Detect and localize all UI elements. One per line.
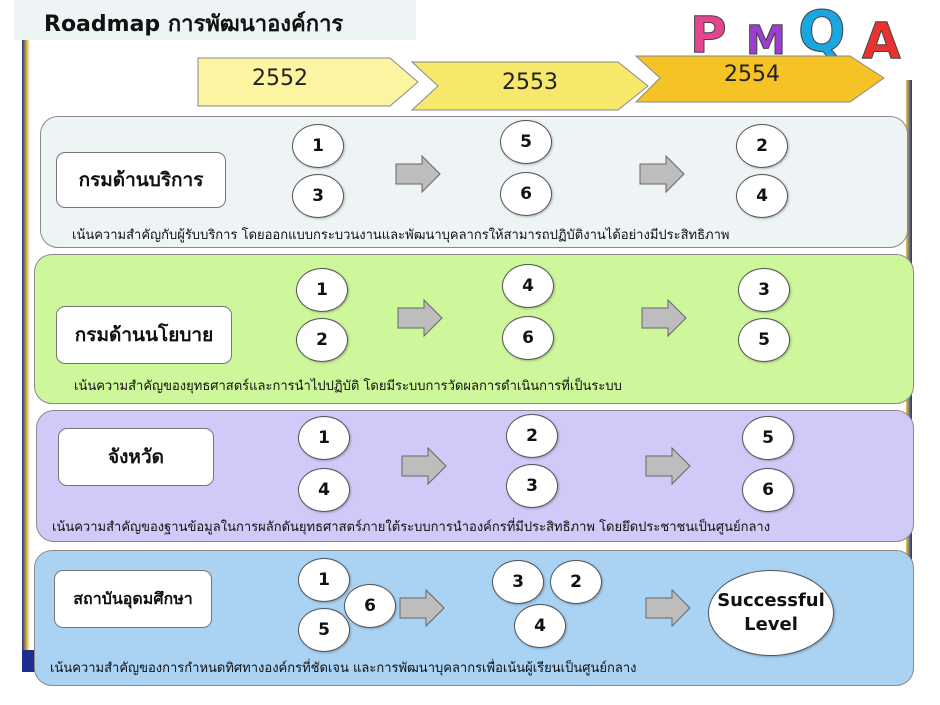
success-line-2: Level <box>744 614 798 635</box>
step-circle: 5 <box>738 318 790 362</box>
step-circle: 3 <box>506 464 558 508</box>
step-circle: 4 <box>298 468 350 512</box>
panel-label-university: สถาบันอุดมศึกษา <box>54 570 212 628</box>
step-circle: 1 <box>296 268 348 312</box>
success-line-1: Successful <box>717 590 825 611</box>
page-title: Roadmap การพัฒนาองค์การ <box>44 12 344 37</box>
step-circle: 4 <box>502 264 554 308</box>
step-circle: 5 <box>298 608 350 652</box>
step-circle: 2 <box>296 318 348 362</box>
step-circle: 6 <box>500 172 552 216</box>
progress-arrow-icon <box>397 298 443 338</box>
step-circle: 2 <box>550 560 602 604</box>
panel-note-policy: เน้นความสำคัญของยุทธศาสตร์และการนำไปปฏิบ… <box>74 379 622 394</box>
panel-label-policy: กรมด้านนโยบาย <box>56 306 232 364</box>
progress-arrow-icon <box>641 298 687 338</box>
progress-arrow-icon <box>401 446 447 486</box>
step-circle: 1 <box>298 416 350 460</box>
step-circle: 5 <box>742 416 794 460</box>
step-circle: 6 <box>344 584 396 628</box>
pmqa-logo: P M Q A <box>680 0 920 90</box>
step-circle: 3 <box>738 268 790 312</box>
year-arrow-2552 <box>197 57 419 107</box>
progress-arrow-icon <box>645 446 691 486</box>
logo-letter-a: A <box>862 12 902 71</box>
panel-note-province: เน้นความสำคัญของฐานข้อมูลในการผลักดันยุท… <box>52 520 771 535</box>
step-circle: 6 <box>502 316 554 360</box>
panel-note-university: เน้นความสำคัญของการกำหนดทิศทางองค์กรที่ช… <box>50 661 637 676</box>
progress-arrow-icon <box>645 588 691 628</box>
progress-arrow-icon <box>639 154 685 194</box>
step-circle: 1 <box>298 558 350 602</box>
year-arrow-2554 <box>634 55 885 103</box>
step-circle: 6 <box>742 468 794 512</box>
logo-letter-q: Q <box>798 0 847 66</box>
left-frame-bar <box>22 40 30 660</box>
year-arrow-2553 <box>410 61 649 111</box>
step-circle: 5 <box>500 120 552 164</box>
step-circle: 2 <box>506 414 558 458</box>
panel-label-service: กรมด้านบริการ <box>56 152 226 208</box>
progress-arrow-icon <box>395 154 441 194</box>
bottom-frame-mark <box>22 650 36 672</box>
year-arrows <box>197 55 885 111</box>
step-circle: 4 <box>736 174 788 218</box>
panel-note-service: เน้นความสำคัญกับผู้รับบริการ โดยออกแบบกร… <box>72 228 730 243</box>
step-circle: 3 <box>292 174 344 218</box>
panel-label-province: จังหวัด <box>58 428 214 486</box>
step-circle: 3 <box>492 560 544 604</box>
year-label-3: 2554 <box>724 62 780 87</box>
year-label-1: 2552 <box>252 66 308 91</box>
step-circle: 1 <box>292 124 344 168</box>
successful-level-badge: Successful Level <box>708 570 834 656</box>
title-banner <box>14 0 416 40</box>
logo-letter-p: P <box>690 6 728 65</box>
year-label-2: 2553 <box>502 70 558 95</box>
progress-arrow-icon <box>399 588 445 628</box>
step-circle: 4 <box>514 604 566 648</box>
step-circle: 2 <box>736 124 788 168</box>
